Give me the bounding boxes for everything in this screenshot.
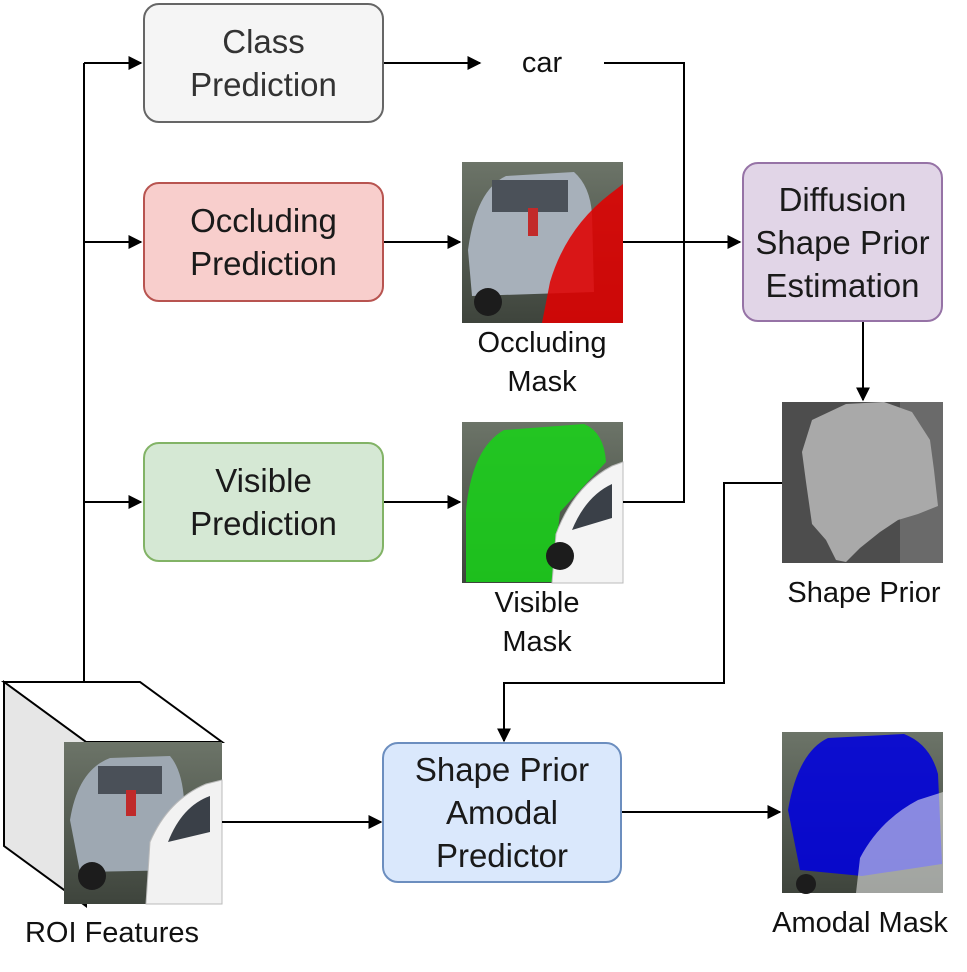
shape-prior-amodal-predictor-line-2: Amodal	[446, 794, 558, 831]
edge-car-to-merge	[604, 62, 685, 242]
shape-prior-amodal-predictor-line-3: Predictor	[435, 837, 569, 874]
visible-mask-label-line-1: Visible	[494, 587, 580, 619]
diffusion-shape-prior-line-2: Shape Prior	[755, 223, 930, 261]
occluding-prediction-line-2: Prediction	[190, 245, 337, 282]
visible-prediction-line-2: Prediction	[190, 505, 337, 542]
occluding-mask-label: Occluding Mask	[452, 324, 632, 402]
shape-prior-amodal-predictor-line-1: Shape Prior	[414, 751, 590, 788]
occluding-mask-label-line-2: Mask	[507, 366, 577, 398]
class-output-label: car	[521, 47, 563, 79]
occluding-mask-image	[462, 162, 623, 323]
class-prediction-line-2: Prediction	[190, 66, 337, 103]
visible-mask-label: Visible Mask	[452, 584, 622, 662]
occluding-mask-overlay	[542, 184, 623, 323]
edge-visiblemask-to-merge	[623, 242, 685, 503]
diffusion-shape-prior-line-3: Estimation	[765, 266, 920, 304]
connectors	[83, 56, 870, 829]
amodal-mask-image	[782, 732, 943, 894]
occluding-mask-label-line-1: Occluding	[477, 327, 607, 359]
edge-shapeprior-to-amodal-predictor	[497, 482, 782, 743]
visible-mask-label-line-2: Mask	[502, 626, 572, 658]
roi-car-image	[64, 742, 223, 905]
visible-mask-overlay	[466, 424, 606, 582]
occluding-prediction-line-1: Occluding	[190, 202, 337, 239]
amodal-mask-label: Amodal Mask	[772, 907, 948, 939]
shape-prior-label: Shape Prior	[787, 577, 941, 609]
visible-mask-image	[462, 422, 624, 584]
diffusion-shape-prior-line-1: Diffusion	[778, 180, 907, 218]
visible-prediction-line-1: Visible	[215, 462, 312, 499]
class-prediction-line-1: Class	[222, 23, 305, 60]
roi-features-label: ROI Features	[24, 917, 200, 949]
shape-prior-image	[782, 402, 943, 563]
